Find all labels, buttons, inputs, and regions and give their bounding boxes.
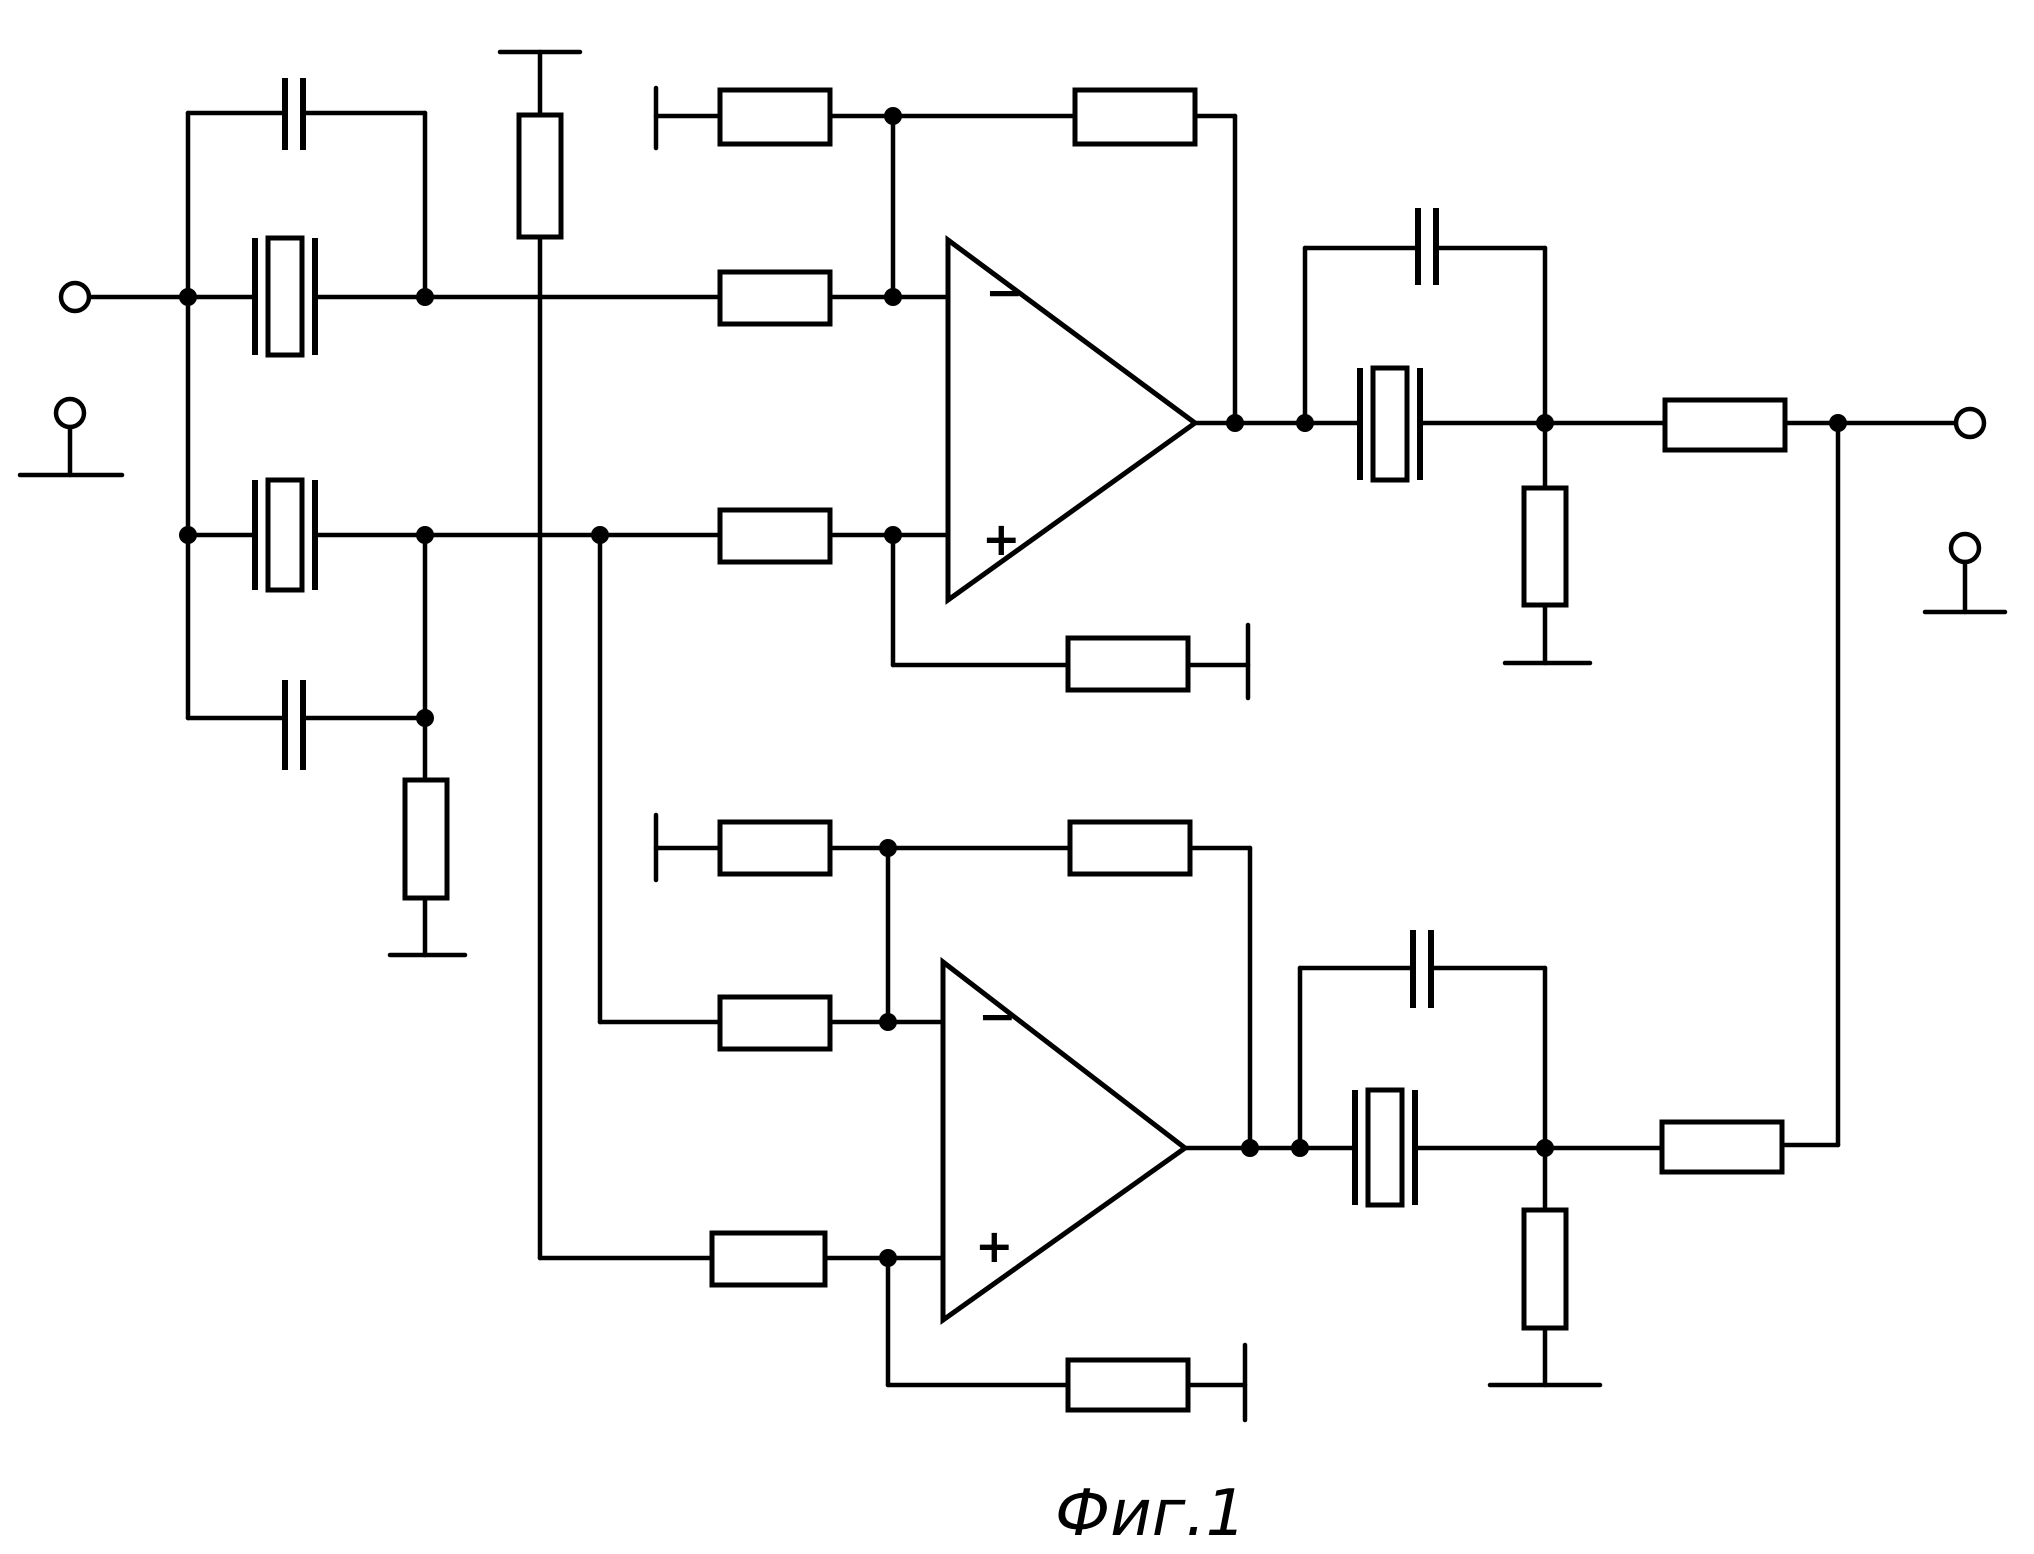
resistor-r5 <box>1068 638 1188 690</box>
capacitor-top <box>285 78 303 150</box>
output-ground-terminal <box>1925 534 2005 612</box>
input-network-wires <box>188 113 425 780</box>
opamp-lower-inverting-sign: − <box>978 989 1017 1043</box>
resistor-r4 <box>720 510 830 562</box>
opamp-upper: − + <box>948 240 1195 600</box>
output-terminal <box>1956 409 1984 437</box>
resistor-lower-output-series <box>1662 1122 1782 1172</box>
resistor-r10 <box>1068 1360 1188 1410</box>
capacitor-upper-output <box>1418 208 1436 285</box>
opamp-lower: − + <box>943 962 1185 1320</box>
capacitor-bottom <box>285 680 303 770</box>
input-terminal <box>61 283 188 311</box>
bias-resistor-top <box>500 52 580 237</box>
lower-stage-wires <box>540 815 1300 1420</box>
opamp-lower-noninverting-sign: + <box>975 1219 1014 1273</box>
crystal-resonator-lower <box>255 480 315 590</box>
capacitor-lower-output <box>1413 930 1431 1008</box>
resistor-r9 <box>712 1233 825 1285</box>
resistor-r2 <box>1075 90 1195 144</box>
opamp-upper-noninverting-sign: + <box>982 512 1021 566</box>
resistor-upper-output-series <box>1665 400 1785 450</box>
crystal-resonator-upper <box>255 238 315 355</box>
crystal-resonator-upper-output <box>1360 368 1420 480</box>
figure-caption: Фиг.1 <box>1055 1477 1246 1551</box>
resistor-r6 <box>720 822 830 874</box>
crystal-resonator-lower-output <box>1355 1090 1415 1205</box>
input-ground-terminal <box>20 399 122 475</box>
resistor-r3 <box>720 272 830 324</box>
resistor-lower-output-shunt <box>1524 1210 1566 1328</box>
resistor-upper-output-shunt <box>1524 488 1566 605</box>
resistor-r1 <box>720 90 830 144</box>
opamp-upper-inverting-sign: − <box>985 265 1024 319</box>
resistor-shunt-ground <box>390 780 465 955</box>
resistor-r8 <box>720 997 830 1049</box>
resistor-r7 <box>1070 822 1190 874</box>
